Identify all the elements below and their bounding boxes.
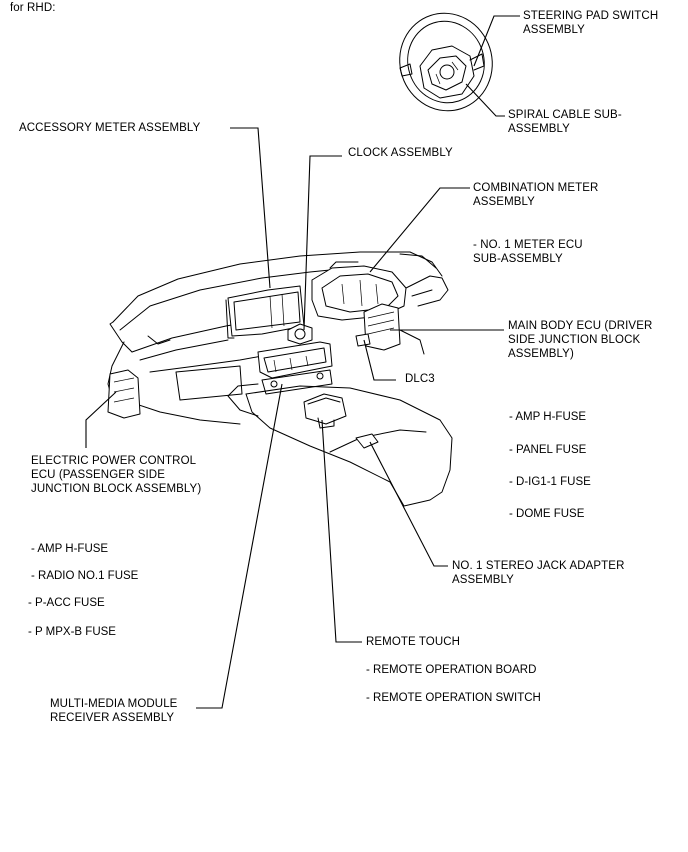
dashboard-drawing [107,251,453,507]
label-electric-power-control-ecu: ELECTRIC POWER CONTROL ECU (PASSENGER SI… [31,455,202,495]
leader-lines [85,15,520,709]
label-main-body-ecu: MAIN BODY ECU (DRIVER SIDE JUNCTION BLOC… [508,320,653,360]
left-fuse-item: - RADIO NO.1 FUSE [31,570,139,582]
right-fuse-item: - AMP H-FUSE [509,411,587,423]
left-fuse-item: - P MPX-B FUSE [28,626,116,638]
label-clock: CLOCK ASSEMBLY [348,147,453,159]
steering-wheel-drawing [399,12,493,112]
label-dlc3: DLC3 [405,373,435,385]
remote-touch-item: - REMOTE OPERATION SWITCH [366,692,541,704]
label-multimedia-module: MULTI-MEDIA MODULE RECEIVER ASSEMBLY [50,698,178,724]
label-stereo-jack-adapter: NO. 1 STEREO JACK ADAPTER ASSEMBLY [452,560,625,586]
diagram-header: for RHD: [10,2,56,14]
left-fuse-item: - P-ACC FUSE [28,597,105,609]
label-accessory-meter: ACCESSORY METER ASSEMBLY [19,122,201,134]
right-fuse-item: - PANEL FUSE [509,444,587,456]
label-remote-touch: REMOTE TOUCH [366,636,461,648]
label-spiral-cable: SPIRAL CABLE SUB- ASSEMBLY [508,109,622,135]
right-fuse-item: - D-IG1-1 FUSE [509,476,591,488]
label-steering-pad-switch: STEERING PAD SWITCH ASSEMBLY [523,10,659,36]
right-fuse-item: - DOME FUSE [509,508,585,520]
label-combination-meter: COMBINATION METER ASSEMBLY [473,182,599,208]
left-fuse-item: - AMP H-FUSE [31,543,109,555]
remote-touch-item: - REMOTE OPERATION BOARD [366,664,537,676]
label-no1-meter-ecu: - NO. 1 METER ECU SUB-ASSEMBLY [473,239,583,265]
